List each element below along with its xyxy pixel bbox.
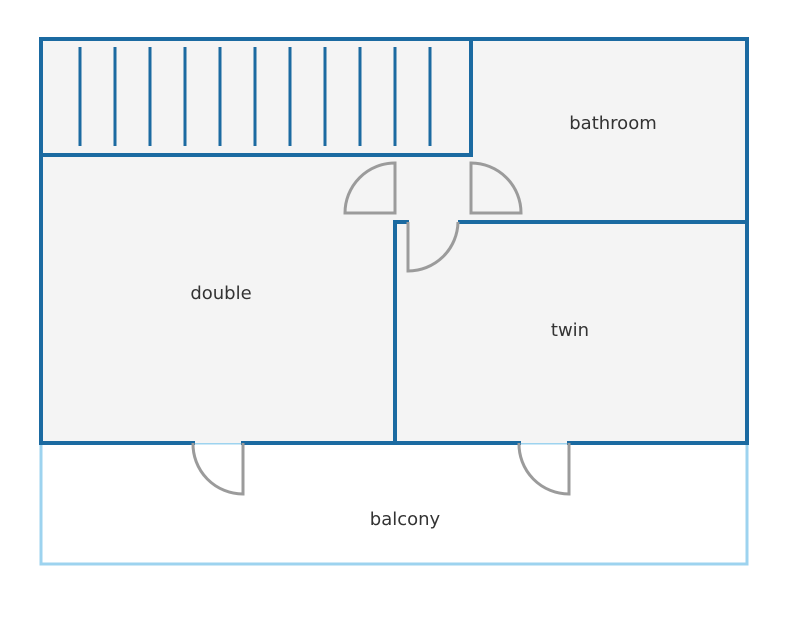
hallway-area [395, 155, 471, 222]
double-room-area [41, 155, 395, 443]
label-twin: twin [551, 320, 589, 341]
balcony-area [39, 441, 749, 566]
door-double-balcony [191, 442, 245, 496]
label-balcony: balcony [370, 509, 441, 530]
twin-room-area [395, 222, 747, 443]
label-bathroom: bathroom [569, 113, 657, 134]
door-double-hall [343, 161, 397, 215]
door-twin-balcony [517, 442, 571, 496]
staircase-icon [78, 47, 432, 146]
walls [39, 37, 749, 445]
door-swing-icon [191, 161, 571, 496]
label-double: double [190, 283, 251, 304]
door-bathroom [469, 161, 523, 215]
door-twin [406, 221, 460, 273]
